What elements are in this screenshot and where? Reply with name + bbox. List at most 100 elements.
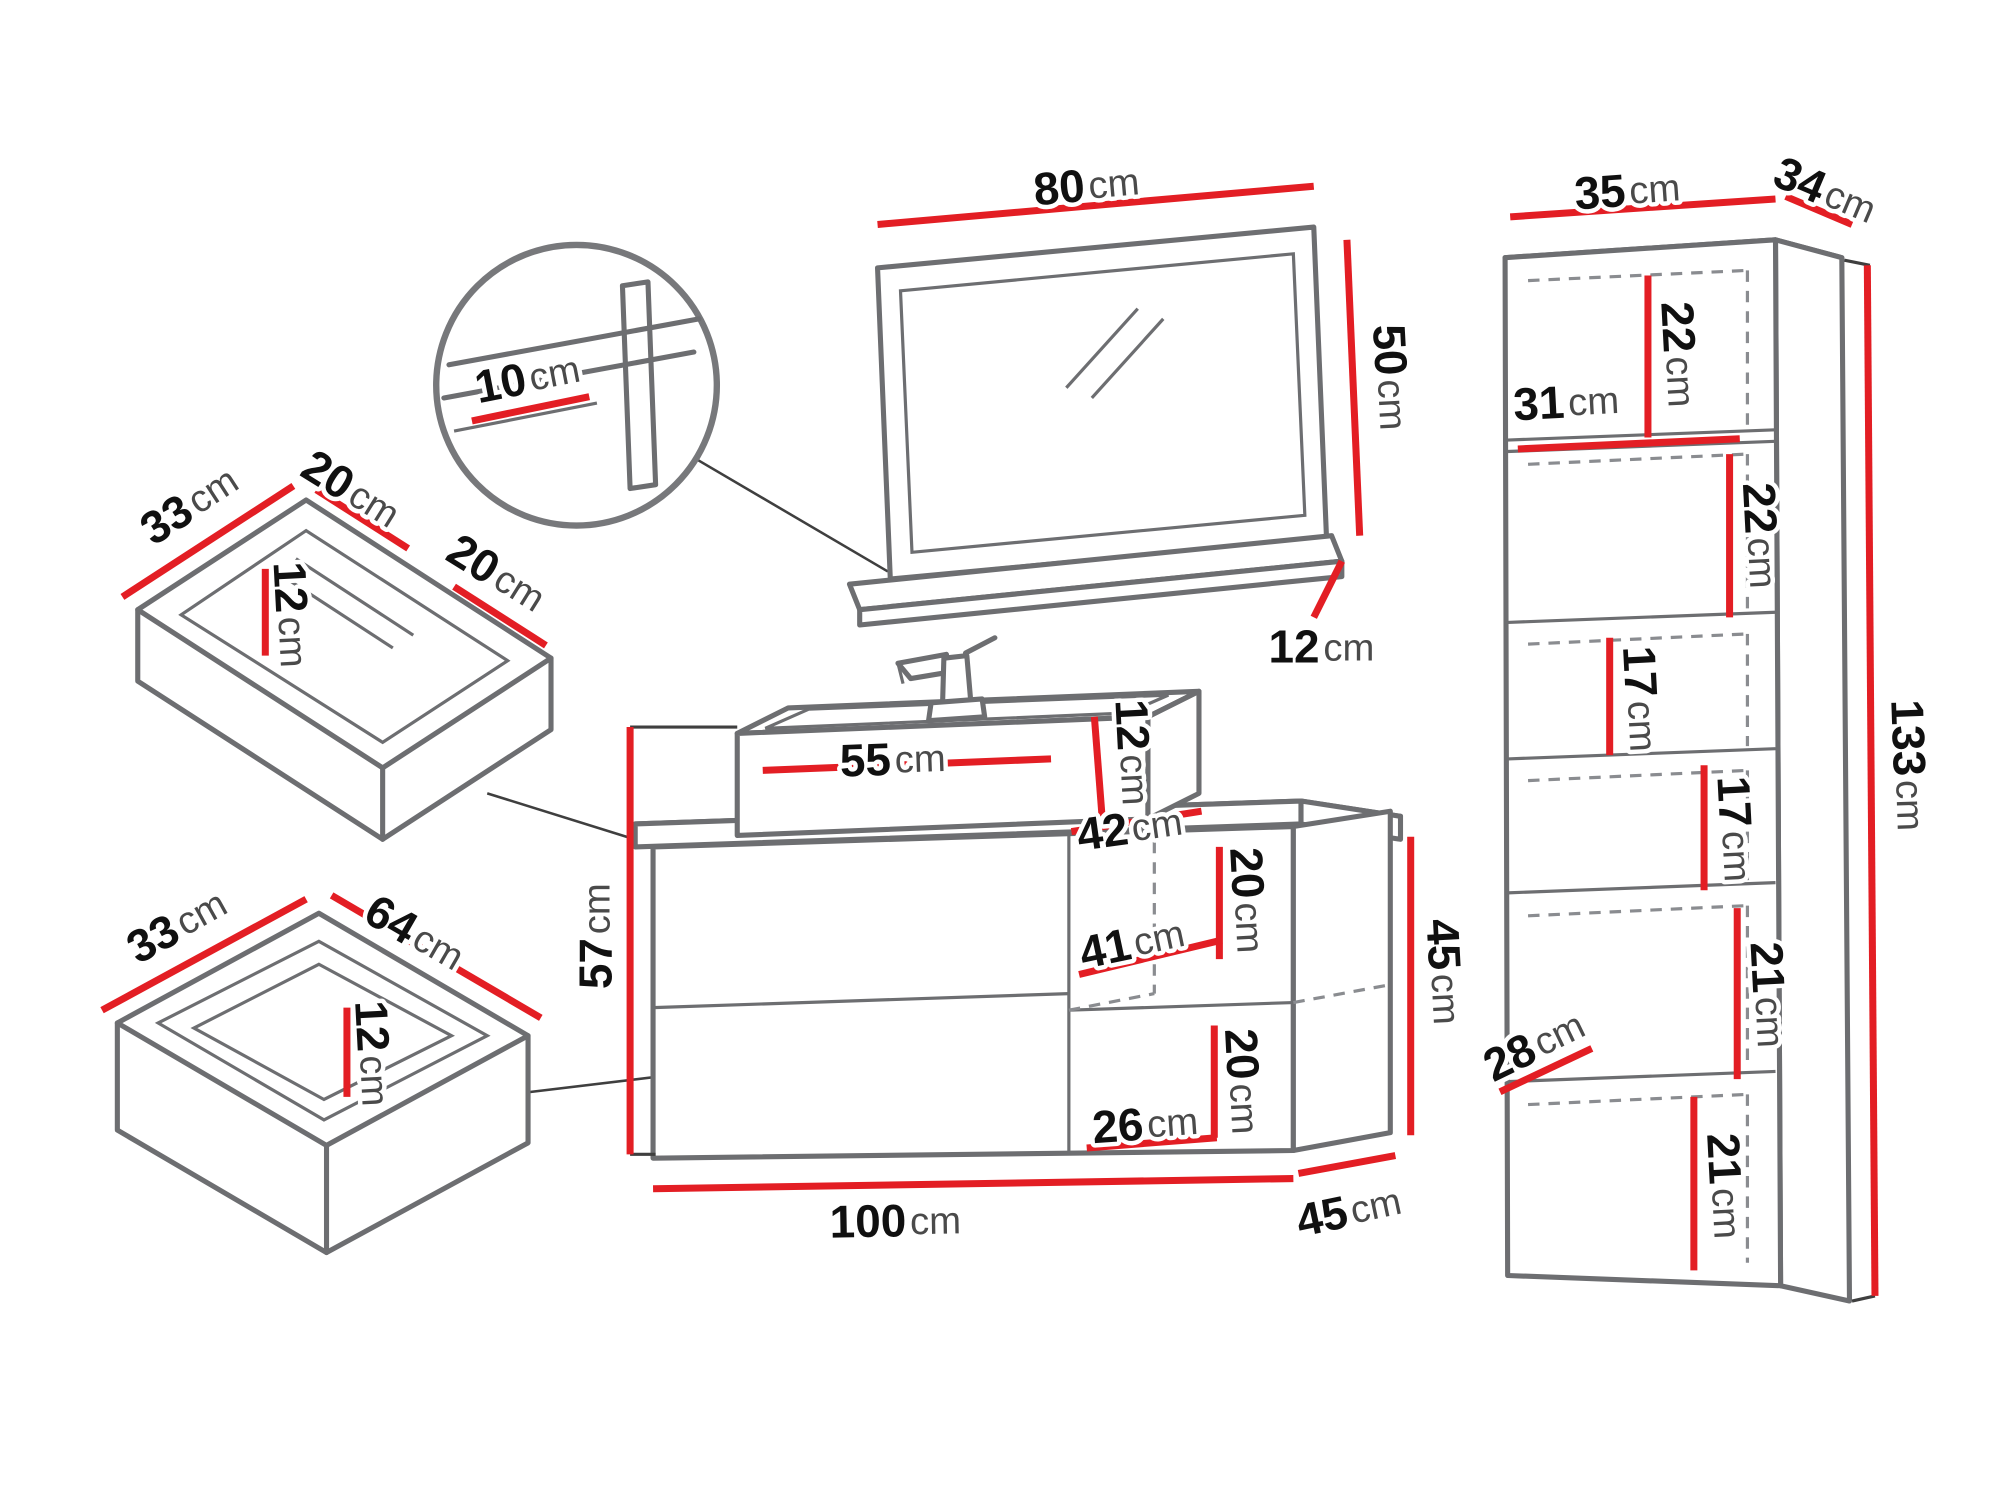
dim-label-column-depth: 34cm — [1767, 146, 1885, 235]
column-back-edge — [1527, 632, 1748, 646]
tall-cabinet — [1502, 237, 1853, 1304]
dim-label-counter-depth: 42cm — [1074, 795, 1186, 861]
dimension-line — [471, 393, 590, 425]
dim-column-shelf4-height: 17cm — [1700, 765, 1766, 891]
column-back-edge — [1527, 768, 1748, 783]
faucet-base — [926, 696, 988, 724]
dim-label-niche-inner-width: 26cm — [1090, 1094, 1199, 1153]
faucet-neck — [940, 653, 974, 706]
lower-drawer-front-edge — [114, 1020, 330, 1148]
dimension-line — [1343, 239, 1364, 536]
column-back-edge — [1527, 452, 1748, 466]
column-back-edge — [1527, 904, 1748, 918]
lower-drawer-inner-bottom — [190, 962, 455, 1102]
vanity-front-face — [650, 823, 1296, 1161]
dim-label-mirror-height: 50cm — [1363, 323, 1420, 431]
column-back-edge — [1527, 1092, 1748, 1107]
dim-label-niche-top-height: 20cm — [1220, 846, 1277, 954]
column-shelf — [1507, 428, 1776, 442]
dim-sink-width: 55cm — [762, 728, 1052, 791]
basin-drawer-body — [135, 497, 554, 842]
dimension-line — [762, 755, 1052, 774]
dimension-line — [653, 1175, 1294, 1193]
mirror-frame — [874, 224, 1330, 582]
dim-niche-bottom-height: 20cm — [1210, 1023, 1274, 1140]
dim-label-sink-height: 12cm — [1105, 698, 1162, 806]
dim-column-depth: 34cm — [1762, 141, 1886, 236]
lower-drawer — [114, 910, 531, 1256]
lower-drawer-body — [114, 910, 531, 1256]
sink-basin-rim — [764, 693, 1169, 730]
drawer-divider — [653, 992, 1069, 1010]
dim-column-height: 133cm — [1844, 258, 1940, 1303]
dim-column-inner-width: 31cm — [1507, 371, 1740, 453]
dim-column-shelf1-height: 22cm — [1644, 275, 1710, 438]
dimension-line — [329, 892, 543, 1021]
faucet-spout-tip — [896, 662, 905, 685]
dimension-line — [100, 896, 308, 1014]
detail-shelf-front-edge — [441, 349, 697, 401]
dimension-line — [1090, 716, 1106, 817]
sink-side-face — [1145, 688, 1202, 822]
dim-label-column-shelf4-height: 17cm — [1707, 775, 1764, 883]
dimension-line — [1086, 1134, 1218, 1152]
column-shelf — [1507, 881, 1776, 895]
dimension-line — [314, 486, 411, 552]
dim-label-column-height: 133cm — [1881, 699, 1938, 832]
column-shelf — [1507, 747, 1776, 761]
column-side-face — [1772, 237, 1853, 1304]
dimension-line — [1509, 195, 1776, 221]
dim-column-shelf3-height: 17cm — [1606, 637, 1672, 757]
dim-column-shelf5-height: 21cm — [1733, 908, 1799, 1080]
leader-detail-to-mirror — [695, 458, 889, 573]
dim-label-column-shelf1-height: 22cm — [1651, 300, 1708, 408]
dim-label-niche-bottom-height: 20cm — [1215, 1027, 1272, 1135]
vanity-cabinet — [632, 635, 1404, 1161]
dim-label-column-shelf2-height: 22cm — [1733, 481, 1790, 589]
dim-vanity-side-height: 45cm — [1407, 836, 1476, 1136]
basin-drawer-front-edge — [135, 607, 386, 771]
basin-drawer — [135, 497, 554, 842]
dimension-line — [452, 583, 548, 649]
mirror-glass — [898, 252, 1307, 555]
dim-label-column-shelf3-height: 17cm — [1613, 645, 1670, 753]
dim-column-width: 35cm — [1509, 160, 1776, 224]
dim-label-vanity-side-height: 45cm — [1416, 917, 1473, 1025]
dimension-line — [1078, 936, 1223, 978]
column-shelf — [1507, 1069, 1776, 1084]
lower-drawer-right-edge — [323, 1033, 531, 1148]
detail-shelf-back-edge — [446, 316, 702, 368]
shelf-detail-circle: 10cm — [433, 241, 721, 529]
niche-back-shelf-edge — [1068, 992, 1155, 1012]
dimension-line — [1297, 1152, 1397, 1177]
dim-label-sink-width: 55cm — [839, 731, 947, 787]
dim-column-shelf6-height: 21cm — [1690, 1096, 1756, 1271]
dim-vanity-depth: 45cm — [1287, 1152, 1410, 1251]
dimension-line — [1517, 435, 1740, 453]
extension-line — [1844, 258, 1871, 267]
dim-label-vanity-total-height: 57cm — [570, 883, 622, 989]
extension-line — [1851, 1294, 1876, 1303]
dim-sink-height: 12cm — [1090, 694, 1164, 817]
dim-niche-inner-width: 26cm — [1086, 1093, 1218, 1158]
dim-mirror-height: 50cm — [1343, 239, 1422, 536]
dim-column-shelf2-height: 22cm — [1726, 454, 1792, 618]
dimension-line — [1310, 559, 1345, 619]
lower-drawer-inner-rim — [154, 939, 491, 1122]
dim-label-vanity-depth: 45cm — [1291, 1174, 1405, 1247]
detail-frame-edge — [619, 279, 659, 492]
mirror-shelf-front — [857, 558, 1345, 628]
dimension-line — [1863, 265, 1879, 1296]
dimension-line — [1784, 193, 1854, 228]
dimension-line — [877, 182, 1315, 228]
column-front-face — [1502, 237, 1784, 1289]
dim-label-column-width: 35cm — [1573, 160, 1682, 219]
faucet — [895, 635, 998, 724]
dim-lower-drawer-height: 12cm — [341, 995, 405, 1112]
dim-label-basin-drawer-depth: 33cm — [131, 454, 248, 555]
